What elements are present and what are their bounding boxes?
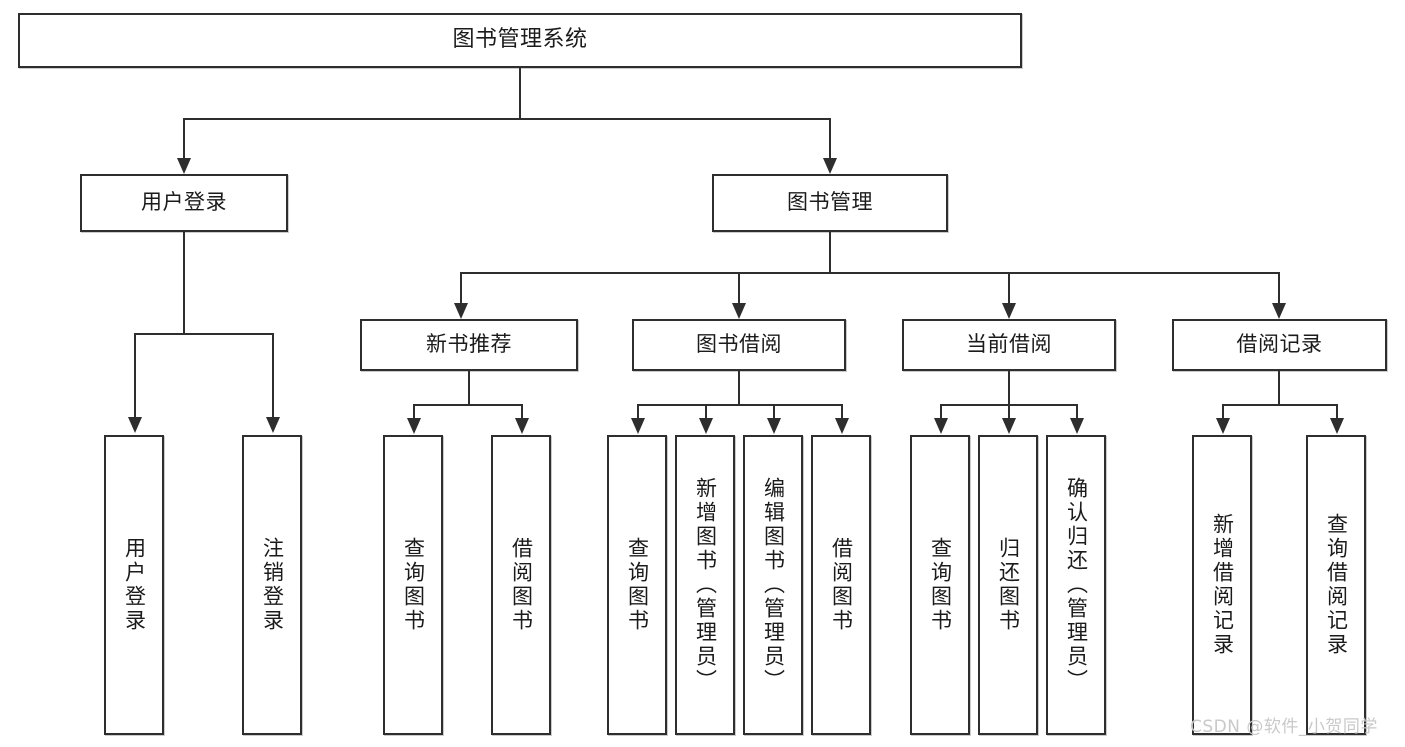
arrowhead-leaf-br-1 bbox=[1330, 418, 1344, 434]
arrowhead-leaf-nbr-0 bbox=[407, 418, 421, 434]
edge-book-management-stem bbox=[829, 232, 831, 273]
node-label: 借阅图书 bbox=[829, 537, 854, 633]
arrowhead-leaf-bb-3 bbox=[835, 418, 849, 434]
arrowhead-new-book-recommend bbox=[454, 303, 468, 319]
node-borrow-records[interactable]: 借阅记录 bbox=[1172, 319, 1387, 371]
leaf-new-book-query-book[interactable]: 查询图书 bbox=[383, 435, 443, 735]
node-label: 用户登录 bbox=[122, 537, 147, 633]
arrowhead-leaf-bb-0 bbox=[631, 418, 645, 434]
edge-borrow-records-bus bbox=[1222, 404, 1338, 406]
csdn-watermark: CSDN @软件_小贺同学 bbox=[1190, 712, 1378, 737]
edge-drop-book-management bbox=[829, 118, 831, 160]
edge-current-borrow-stem bbox=[1008, 371, 1010, 404]
node-label: 归还图书 bbox=[996, 537, 1021, 633]
node-label: 注销登录 bbox=[260, 537, 285, 633]
leaf-book-borrow-query-book[interactable]: 查询图书 bbox=[607, 435, 667, 735]
node-label: 借阅图书 bbox=[509, 537, 534, 633]
arrowhead-book-management bbox=[823, 158, 837, 174]
arrowhead-leaf-nbr-1 bbox=[515, 418, 529, 434]
edge-drop-leaf-bb-0 bbox=[637, 404, 639, 420]
node-label: 当前借阅 bbox=[966, 332, 1052, 357]
edge-drop-leaf-user-login-1 bbox=[272, 333, 274, 419]
edge-borrow-records-stem bbox=[1278, 371, 1280, 404]
node-label: 用户登录 bbox=[141, 190, 227, 215]
arrowhead-leaf-cb-1 bbox=[1002, 418, 1016, 434]
edge-drop-leaf-br-0 bbox=[1222, 404, 1224, 420]
arrowhead-leaf-bb-2 bbox=[767, 418, 781, 434]
node-label: 借阅记录 bbox=[1236, 332, 1323, 357]
arrowhead-leaf-bb-1 bbox=[699, 418, 713, 434]
node-user-login[interactable]: 用户登录 bbox=[80, 174, 288, 232]
leaf-current-borrow-query-book[interactable]: 查询图书 bbox=[910, 435, 970, 735]
node-new-book-recommend[interactable]: 新书推荐 bbox=[360, 319, 578, 371]
edge-drop-current-borrow bbox=[1008, 272, 1010, 305]
edge-user-login-stem bbox=[183, 232, 185, 333]
edge-drop-leaf-bb-3 bbox=[841, 404, 843, 420]
arrowhead-leaf-user-login-1 bbox=[266, 417, 280, 433]
edge-new-book-recommend-bus bbox=[413, 404, 523, 406]
leaf-user-login-logout[interactable]: 注销登录 bbox=[242, 435, 302, 735]
node-label: 图书管理 bbox=[787, 190, 873, 215]
arrowhead-book-borrow bbox=[732, 303, 746, 319]
node-label: 查询图书 bbox=[928, 537, 953, 633]
node-label: 图书管理系统 bbox=[452, 27, 588, 53]
leaf-user-login-login[interactable]: 用户登录 bbox=[104, 435, 164, 735]
node-label: 查询图书 bbox=[625, 537, 650, 633]
edge-drop-leaf-br-1 bbox=[1336, 404, 1338, 420]
leaf-current-borrow-return-book[interactable]: 归还图书 bbox=[978, 435, 1038, 735]
edge-drop-leaf-nbr-0 bbox=[413, 404, 415, 420]
edge-drop-leaf-nbr-1 bbox=[521, 404, 523, 420]
node-book-management[interactable]: 图书管理 bbox=[712, 174, 948, 232]
arrowhead-leaf-cb-0 bbox=[934, 418, 948, 434]
leaf-borrow-records-add-record[interactable]: 新增借阅记录 bbox=[1192, 435, 1252, 735]
leaf-book-borrow-add-book-admin[interactable]: 新增图书（管理员） bbox=[675, 435, 735, 735]
edge-new-book-recommend-stem bbox=[468, 371, 470, 404]
leaf-borrow-records-query-record[interactable]: 查询借阅记录 bbox=[1306, 435, 1366, 735]
arrowhead-leaf-cb-2 bbox=[1070, 418, 1084, 434]
edge-level3-bus bbox=[460, 272, 1278, 274]
edge-drop-leaf-bb-1 bbox=[705, 404, 707, 420]
edge-drop-user-login bbox=[183, 118, 185, 160]
node-book-borrow[interactable]: 图书借阅 bbox=[632, 319, 846, 371]
edge-drop-leaf-cb-1 bbox=[1008, 404, 1010, 420]
edge-book-borrow-bus bbox=[637, 404, 843, 406]
node-label: 编辑图书（管理员） bbox=[761, 477, 786, 693]
node-book-management-system[interactable]: 图书管理系统 bbox=[18, 13, 1022, 68]
node-label: 新书推荐 bbox=[426, 332, 512, 357]
leaf-book-borrow-borrow-book[interactable]: 借阅图书 bbox=[811, 435, 871, 735]
arrowhead-leaf-br-0 bbox=[1216, 418, 1230, 434]
edge-drop-leaf-cb-2 bbox=[1076, 404, 1078, 420]
node-label: 查询借阅记录 bbox=[1324, 513, 1349, 657]
edge-drop-book-borrow bbox=[738, 272, 740, 305]
edge-drop-new-book-recommend bbox=[460, 272, 462, 305]
node-label: 确认归还（管理员） bbox=[1064, 477, 1089, 693]
edge-user-login-bus bbox=[134, 333, 274, 335]
leaf-current-borrow-confirm-return-admin[interactable]: 确认归还（管理员） bbox=[1046, 435, 1106, 735]
edge-book-borrow-stem bbox=[738, 371, 740, 404]
leaf-new-book-borrow-book[interactable]: 借阅图书 bbox=[491, 435, 551, 735]
node-current-borrow[interactable]: 当前借阅 bbox=[902, 319, 1116, 371]
edge-drop-leaf-user-login-0 bbox=[134, 333, 136, 419]
edge-root-stem bbox=[519, 68, 521, 118]
node-label: 新增借阅记录 bbox=[1210, 513, 1235, 657]
edge-drop-leaf-bb-2 bbox=[773, 404, 775, 420]
node-label: 图书借阅 bbox=[696, 332, 782, 357]
node-label: 新增图书（管理员） bbox=[693, 477, 718, 693]
edge-drop-borrow-records bbox=[1278, 272, 1280, 305]
leaf-book-borrow-edit-book-admin[interactable]: 编辑图书（管理员） bbox=[743, 435, 803, 735]
edge-level2-bus bbox=[183, 118, 831, 120]
arrowhead-user-login bbox=[177, 158, 191, 174]
arrowhead-borrow-records bbox=[1272, 303, 1286, 319]
arrowhead-leaf-user-login-0 bbox=[128, 417, 142, 433]
arrowhead-current-borrow bbox=[1002, 303, 1016, 319]
edge-drop-leaf-cb-0 bbox=[940, 404, 942, 420]
node-label: 查询图书 bbox=[401, 537, 426, 633]
watermark-text: CSDN @软件_小贺同学 bbox=[1190, 717, 1378, 737]
